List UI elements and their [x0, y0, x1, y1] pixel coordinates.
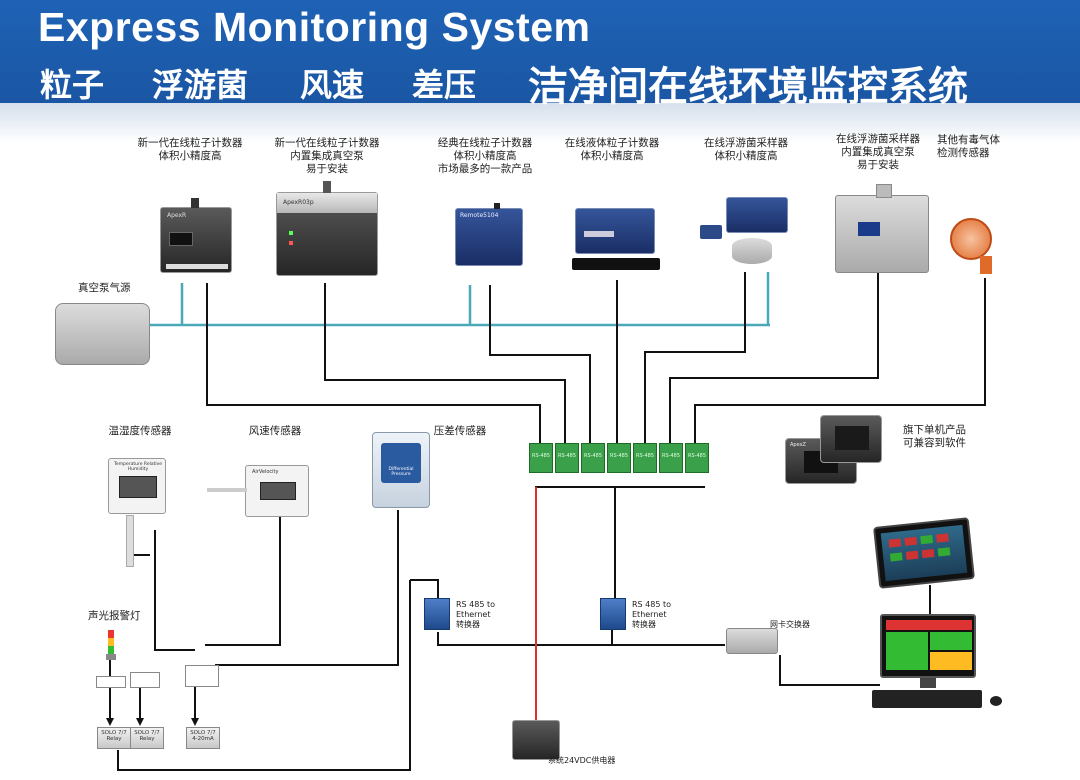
solo-relay-module: SOLO 7/7 Relay — [130, 727, 164, 749]
label-power-supply: 系统24VDC供电器 — [548, 756, 616, 765]
label-microbial-sampler: 在线浮游菌采样器体积小精度高 — [704, 137, 788, 162]
alarm-light-base — [106, 654, 116, 660]
label-liquid-counter: 在线液体粒子计数器体积小精度高 — [564, 137, 660, 162]
bus-wire — [410, 579, 439, 600]
rs485-converter: RS-485 — [529, 443, 553, 473]
signal-wire — [324, 283, 566, 445]
page-title: Express Monitoring System — [38, 4, 591, 50]
lan-wire — [437, 632, 725, 646]
label-air-velocity-sensor: 风速传感器 — [248, 425, 302, 437]
label-particle-counter-1: 新一代在线粒子计数器体积小精度高 — [137, 137, 243, 162]
gas-sensor-mount — [980, 256, 992, 274]
rs485-converter: RS-485 — [555, 443, 579, 473]
rs485-ethernet-converter-left — [424, 598, 450, 630]
signal-wire — [489, 285, 591, 445]
vacuum-pump — [55, 303, 150, 365]
rs485-converter: RS-485 — [659, 443, 683, 473]
label-particle-counter-2: 新一代在线粒子计数器内置集成真空泵易于安装 — [274, 137, 380, 175]
relay-box — [130, 672, 160, 688]
signal-wire — [117, 580, 411, 771]
liquid-particle-counter — [575, 208, 655, 254]
sample-port — [191, 198, 199, 208]
rs485-converter: RS-485 — [685, 443, 709, 473]
label-particle-counter-3: 经典在线粒子计数器体积小精度高市场最多的一款产品 — [437, 137, 533, 175]
rs485-ethernet-converter-mid — [600, 598, 626, 630]
gas-sensor — [950, 218, 992, 260]
label-network-switch: 网卡交换器 — [770, 620, 810, 629]
air-velocity-sensor: AirVelocity — [245, 465, 309, 517]
microbial-sampler-head — [732, 238, 772, 264]
signal-splitter — [185, 665, 219, 687]
label-temp-humidity-sensor: 温湿度传感器 — [108, 425, 172, 437]
mouse — [990, 696, 1002, 706]
keyboard — [872, 690, 982, 708]
particle-counter-3: Remote5104 — [455, 203, 523, 266]
power-supply — [512, 720, 560, 760]
display-window — [169, 232, 193, 246]
microbial-sampler-pump — [700, 225, 722, 239]
label-alarm-light: 声光报警灯 — [88, 610, 141, 622]
tablet-display — [873, 517, 975, 589]
pc-monitor — [880, 614, 976, 678]
signal-wire — [205, 510, 281, 646]
temp-humidity-sensor: Temperature Relative Humidity — [108, 458, 166, 514]
particle-counter-2: ApexR03p — [276, 181, 378, 276]
label-handheld-products: 旗下单机产品可兼容到软件 — [903, 424, 966, 449]
temp-probe — [126, 515, 134, 567]
label-microbial-sampler-2: 在线浮游菌采样器内置集成真空泵易于安装 — [836, 133, 920, 171]
microbial-sampler-controller — [726, 197, 788, 233]
signal-wire — [215, 510, 399, 666]
monitor-stand — [920, 678, 936, 688]
header-gradient — [0, 103, 1080, 143]
rs485-converter: RS-485 — [607, 443, 631, 473]
microbial-sampler-2 — [835, 184, 929, 273]
tag-velocity: 风速 — [300, 66, 365, 104]
alarm-light-red — [108, 630, 114, 638]
liquid-counter-base — [572, 258, 660, 270]
system-name: 洁净间在线环境监控系统 — [528, 64, 968, 110]
tag-microbe: 浮游菌 — [152, 66, 249, 104]
tag-pressure: 差压 — [412, 66, 477, 104]
solo-analog-module: SOLO 7/7 4-20mA — [186, 727, 220, 749]
network-switch — [726, 628, 778, 654]
signal-wire — [644, 272, 746, 445]
solo-relay-module: SOLO 7/7 Relay — [97, 727, 131, 749]
relay-box — [96, 676, 126, 688]
signal-wire — [206, 283, 541, 445]
signal-wire — [154, 530, 195, 651]
particle-counter-1: ApexR — [160, 198, 232, 273]
header-banner — [0, 0, 1080, 103]
signal-wire — [669, 272, 879, 445]
label-gas-sensor: 其他有毒气体检测传感器 — [937, 134, 1000, 159]
alarm-light-green — [108, 646, 114, 654]
differential-pressure-sensor: Differential Pressure — [372, 432, 430, 508]
label-differential-pressure-sensor: 压差传感器 — [433, 425, 487, 437]
alarm-light-yellow — [108, 638, 114, 646]
signal-wire — [694, 278, 986, 445]
rs485-converter: RS-485 — [633, 443, 657, 473]
label-vacuum-pump: 真空泵气源 — [78, 282, 131, 294]
velocity-probe — [207, 488, 247, 492]
lan-wire — [779, 655, 880, 686]
handheld-counter-2 — [820, 415, 882, 463]
rs485-converter: RS-485 — [581, 443, 605, 473]
tag-particle: 粒子 — [40, 66, 105, 104]
